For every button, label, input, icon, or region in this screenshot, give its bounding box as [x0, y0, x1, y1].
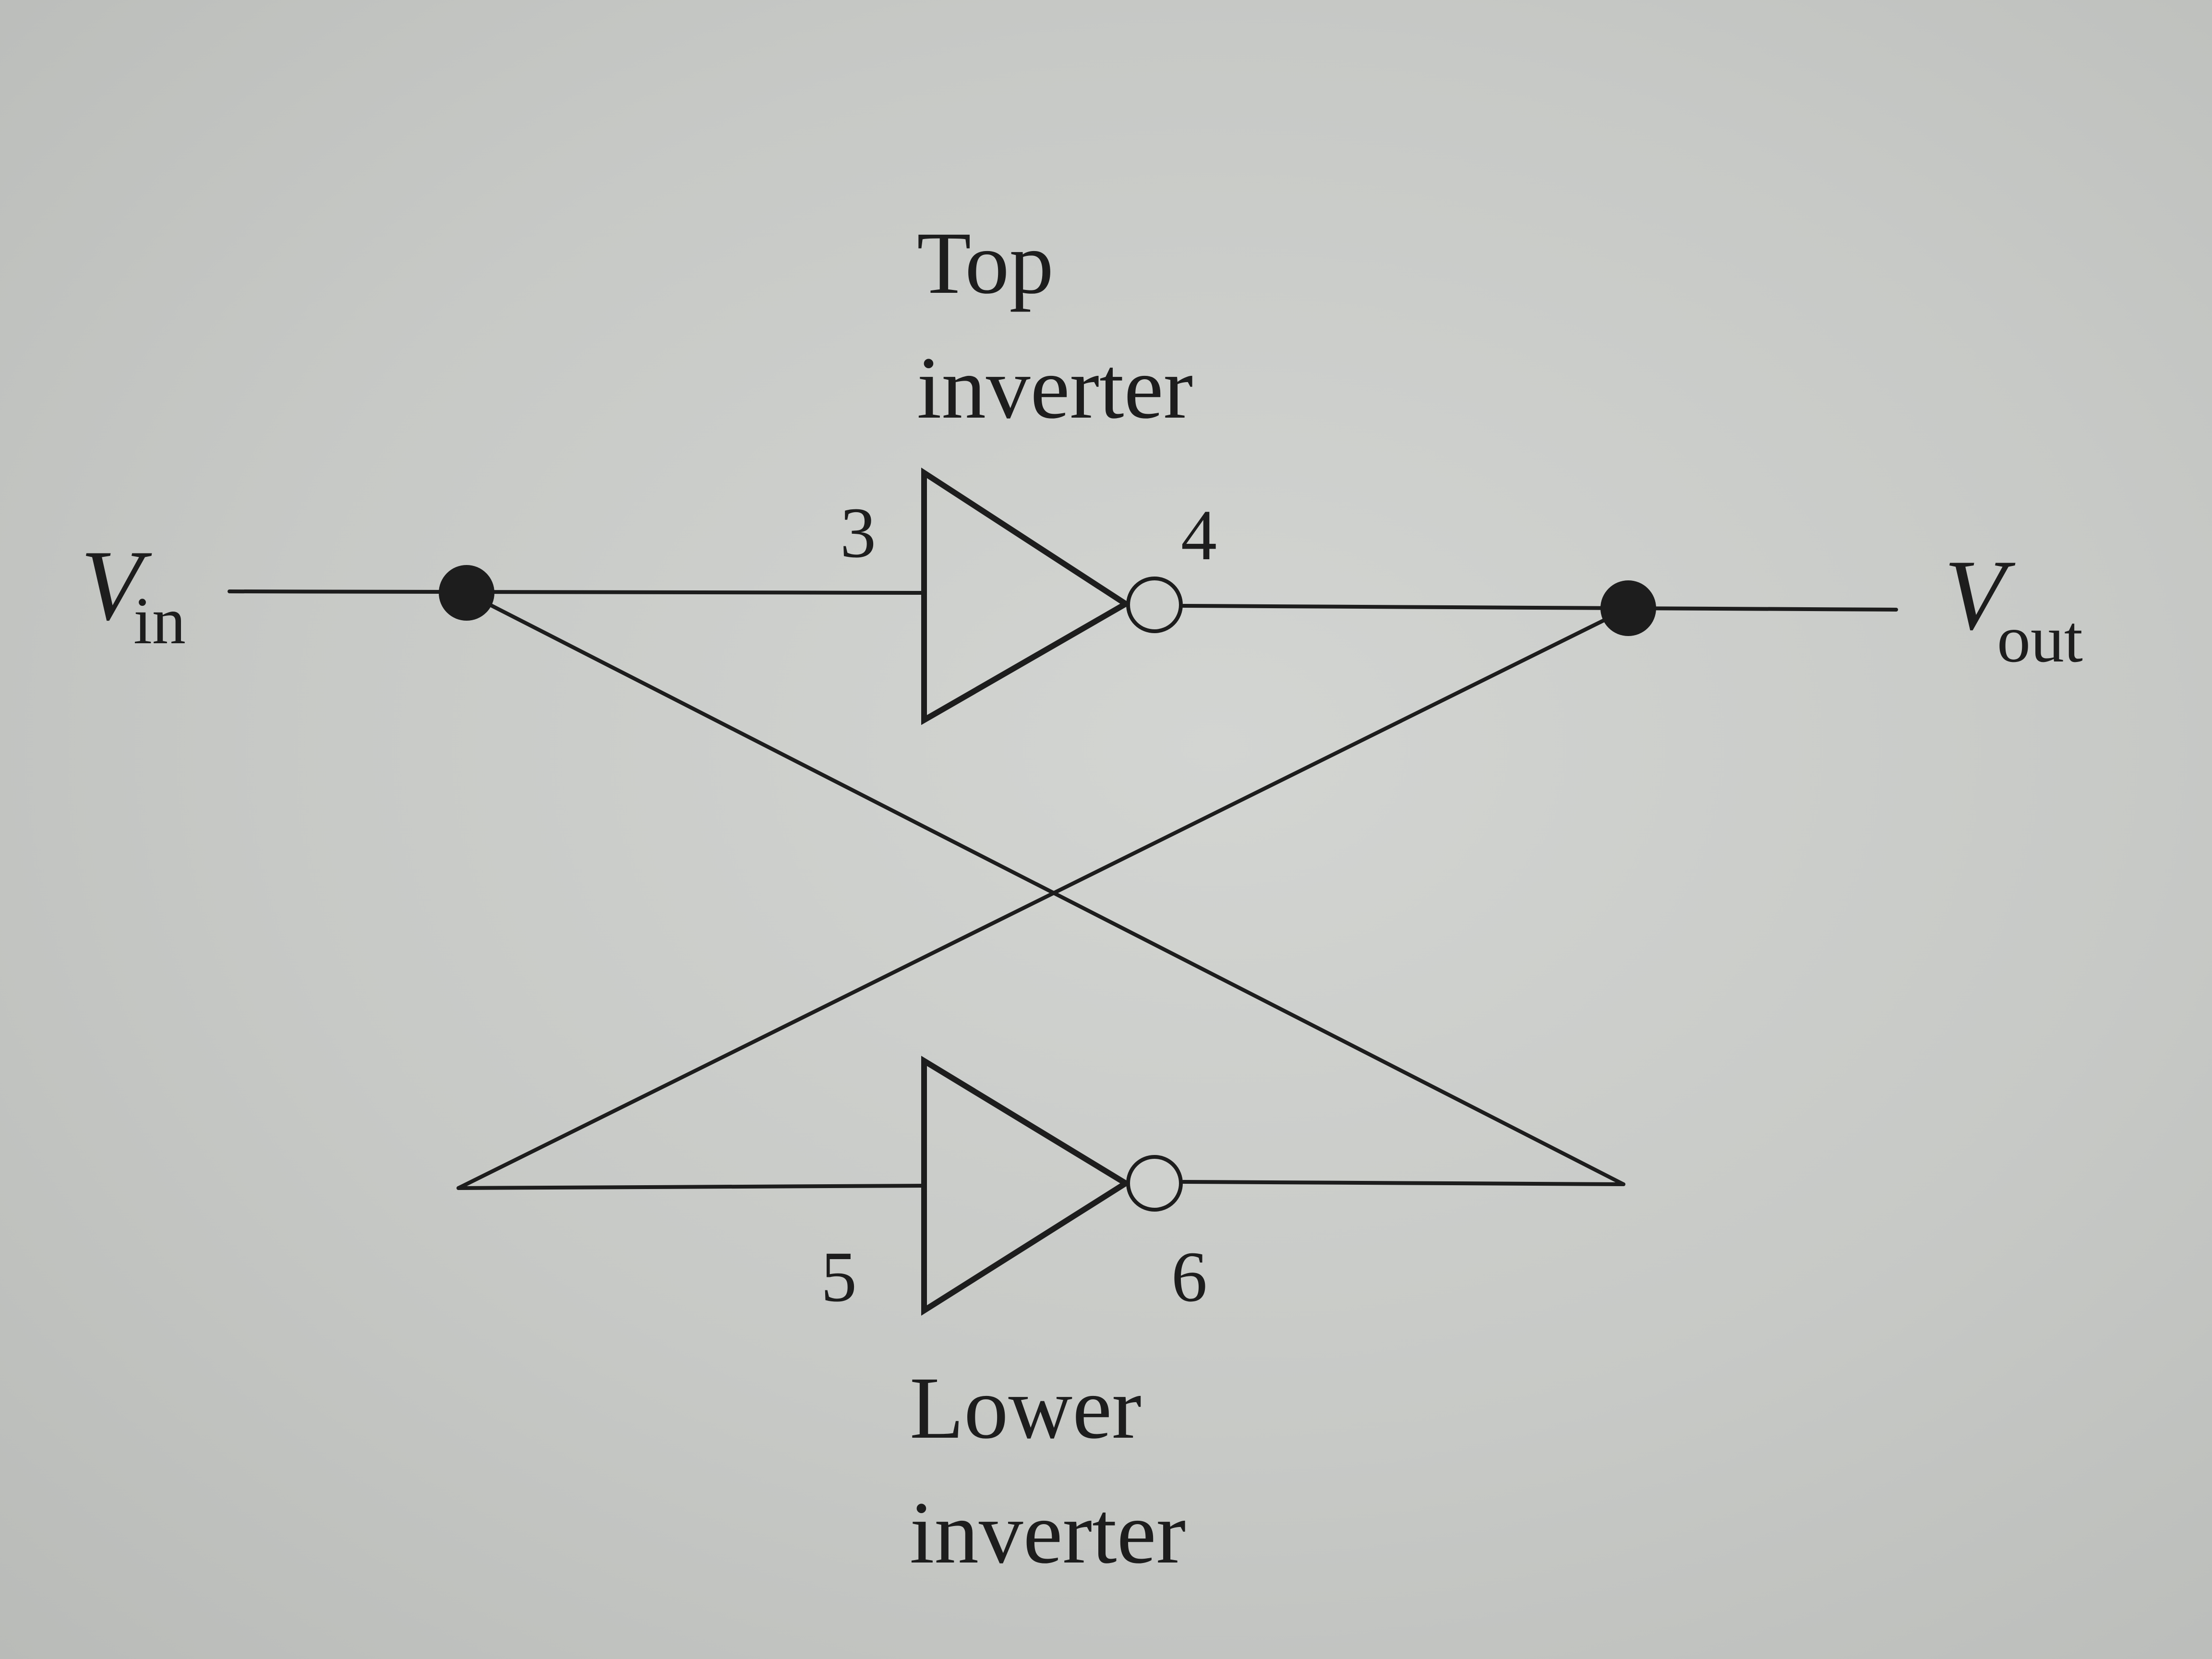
vin-label: V in: [81, 530, 186, 658]
vin-label-subscript: in: [133, 584, 186, 658]
top-inverter-triangle: [921, 467, 1131, 725]
vin-label-main: V: [81, 530, 152, 641]
wire-node-6-output: [1181, 1180, 1625, 1186]
output-junction-dot: [1600, 580, 1656, 636]
vout-label-main: V: [1944, 540, 2016, 651]
node-5-label: 5: [821, 1237, 857, 1317]
wire-node-5-input: [457, 1184, 926, 1190]
lower-inverter-bubble: [1126, 1155, 1183, 1212]
node-4-label: 4: [1181, 495, 1217, 575]
wire-vout-cross-to-lower: [457, 606, 1630, 1190]
top-caption-line1: Top: [917, 214, 1054, 313]
lower-inverter: [921, 1056, 1183, 1316]
wire-vin-to-node-3: [228, 589, 926, 595]
node-3-label: 3: [840, 493, 876, 573]
top-inverter: [921, 467, 1183, 725]
vout-label: V out: [1944, 540, 2083, 676]
vout-label-subscript: out: [1997, 602, 2083, 676]
lower-caption-line1: Lower: [910, 1359, 1142, 1457]
lower-inverter-triangle: [921, 1056, 1131, 1316]
input-junction-dot: [439, 565, 494, 621]
top-caption-line2: inverter: [917, 339, 1193, 437]
wire-node-4-to-vout: [1181, 604, 1898, 612]
lower-caption-line2: inverter: [910, 1484, 1186, 1582]
top-inverter-bubble: [1126, 577, 1183, 633]
node-6-label: 6: [1171, 1237, 1207, 1317]
wire-vin-cross-to-lower: [465, 591, 1625, 1186]
